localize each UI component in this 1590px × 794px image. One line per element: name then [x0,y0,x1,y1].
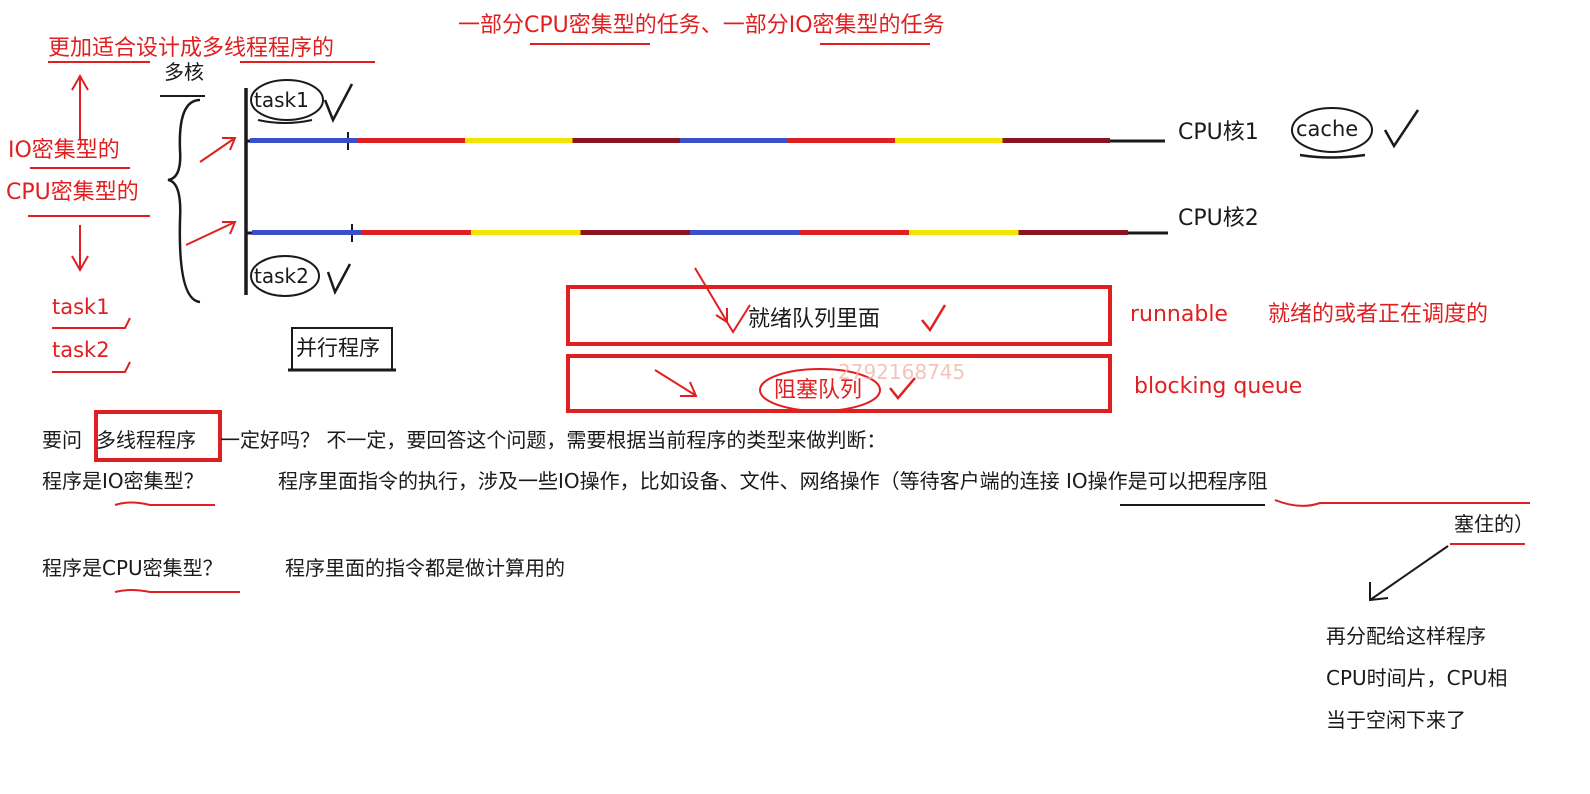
check-icon [323,83,354,123]
task1-circle [250,79,324,121]
ready-queue-label: 就绪队列里面 [748,307,881,332]
underline [114,501,215,506]
note-line2-continued: 塞住的） [1454,512,1534,536]
side-note-1: 再分配给这样程序 [1326,624,1486,648]
cache-circle [1291,107,1373,153]
blocked-queue-box [566,354,1112,413]
check-icon [1383,109,1420,149]
note-line1-prefix: 要问 [42,428,82,452]
arrow-up [71,73,89,140]
time-slice-segment [252,230,362,235]
note-line2-answer: 程序里面指令的执行，涉及一些IO操作，比如设备、文件、网络操作（等待客户端的连接… [278,469,1268,493]
time-slice-segment [471,230,581,235]
core2-label: CPU核2 [1178,206,1259,231]
cpu-intensive-label: CPU密集型的 [6,180,139,205]
note-line1-rest: 一定好吗？ 不一定，要回答这个问题，需要根据当前程序的类型来做判断： [220,428,887,452]
arrow [694,267,728,324]
arrow-right-1 [199,137,237,163]
note-line3-answer: 程序里面的指令都是做计算用的 [285,556,565,580]
cache-label: cache [1296,117,1359,141]
time-slice-segment [690,230,800,235]
left-task2-label: task2 [52,338,110,362]
io-intensive-label: IO密集型的 [8,138,120,163]
arrow-right-2 [185,221,237,246]
brace [167,98,201,304]
highlight-box [94,410,222,462]
underline [1274,499,1530,507]
arrow-down [71,225,89,273]
time-slice-segment [361,230,471,235]
left-task1-label: task1 [52,295,110,319]
check-icon [921,304,947,333]
task2-circle [250,255,320,297]
note-line3-question: 程序是CPU密集型？ [42,556,223,580]
time-slice-segment [580,230,690,235]
watermark: 2792168745 [838,360,966,384]
blocked-circle [759,368,881,412]
time-slice-segment [895,138,1003,143]
time-slice-segment [799,230,909,235]
check-icon [889,377,916,400]
time-slice-segment [250,138,358,143]
time-slice-segment [357,138,465,143]
arrow [1369,545,1449,602]
check-icon [326,263,352,296]
blocked-queue-en: blocking queue [1134,374,1303,399]
multicore-label: 多核 [164,60,204,84]
side-note-3: 当于空闲下来了 [1326,708,1466,732]
task2-label: task2 [254,264,309,288]
ready-queue-desc: 就绪的或者正在调度的 [1268,302,1489,327]
time-slice-segment [1002,138,1110,143]
underline [257,119,313,124]
time-slice-segment [1018,230,1128,235]
underline [52,317,131,329]
underline [1299,153,1366,159]
check-icon [726,304,751,334]
time-slice-segment [465,138,573,143]
underline [52,361,131,373]
side-note-2: CPU时间片，CPU相 [1326,666,1508,690]
ready-queue-box [566,285,1112,346]
top-left-note: 更加适合设计成多线程程序的 [48,36,335,61]
time-slice-segment [572,138,680,143]
note-line1-boxed: 多线程程序 [96,428,196,452]
time-slice-segment [787,138,895,143]
arrow [654,369,698,397]
time-slice-segment [909,230,1019,235]
ready-queue-en: runnable [1130,302,1228,327]
underline [114,589,240,593]
parallel-program-label: 并行程序 [296,336,380,360]
note-line2-question: 程序是IO密集型？ [42,469,204,493]
core1-label: CPU核1 [1178,120,1259,145]
blocked-queue-label: 阻塞队列 [774,378,863,403]
top-center-note: 一部分CPU密集型的任务、一部分IO密集型的任务 [458,13,945,38]
task1-label: task1 [254,88,309,112]
time-slice-segment [680,138,788,143]
